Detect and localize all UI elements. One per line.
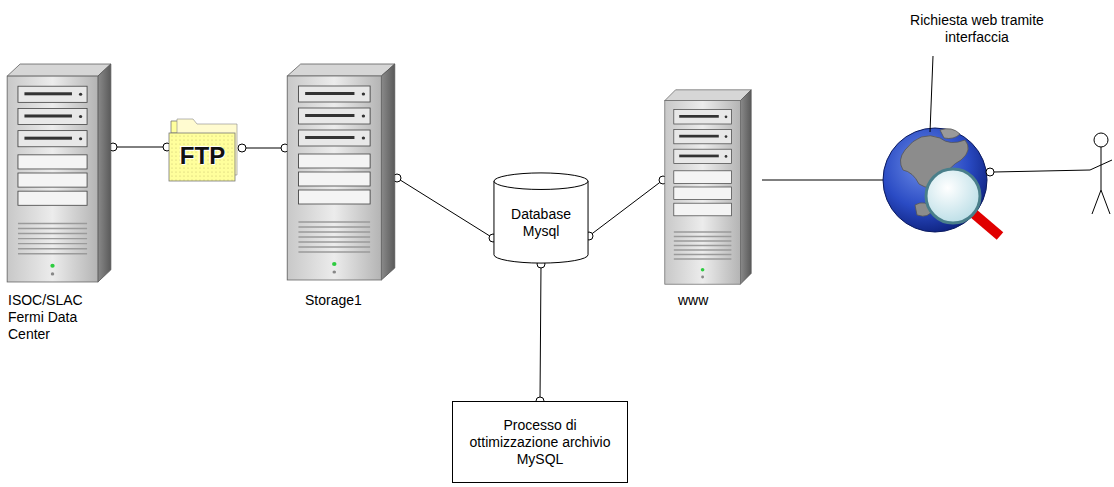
ftp-folder: FTP [167,115,242,183]
server-label: www [678,292,708,309]
server-icon: Storage1 [285,62,397,282]
text-frame: FTP [167,115,242,183]
leader-line [930,56,933,132]
globe-icon [883,128,1000,236]
port-dot [238,144,246,152]
callout-label: Richiesta web tramite interfaccia [905,12,1049,46]
text-frame: Database Mysql [493,172,589,264]
network-link [589,180,663,236]
network-link [540,264,541,401]
server-graphic [5,62,113,284]
server-graphic [663,88,753,286]
network-wire [762,180,885,181]
network-link [242,148,285,149]
network-link [113,147,167,148]
node-label: Processo di ottimizzazione archivio MySQ… [462,417,618,468]
server-icon: www [663,88,753,286]
server-icon: ISOC/SLAC Fermi Data Center [5,62,113,284]
user-figure [1090,133,1112,214]
server-label: Storage1 [305,292,362,309]
node-label: Database Mysql [499,206,583,240]
process-box: Processo di ottimizzazione archivio MySQ… [452,401,628,483]
ftp-label: FTP [180,142,225,170]
text-frame: Processo di ottimizzazione archivio MySQ… [452,401,628,483]
network-wire [994,170,1090,172]
server-label: ISOC/SLAC Fermi Data Center [8,292,83,343]
server-graphic [285,62,397,282]
network-link [397,178,493,238]
database-cylinder: Database Mysql [493,172,589,264]
